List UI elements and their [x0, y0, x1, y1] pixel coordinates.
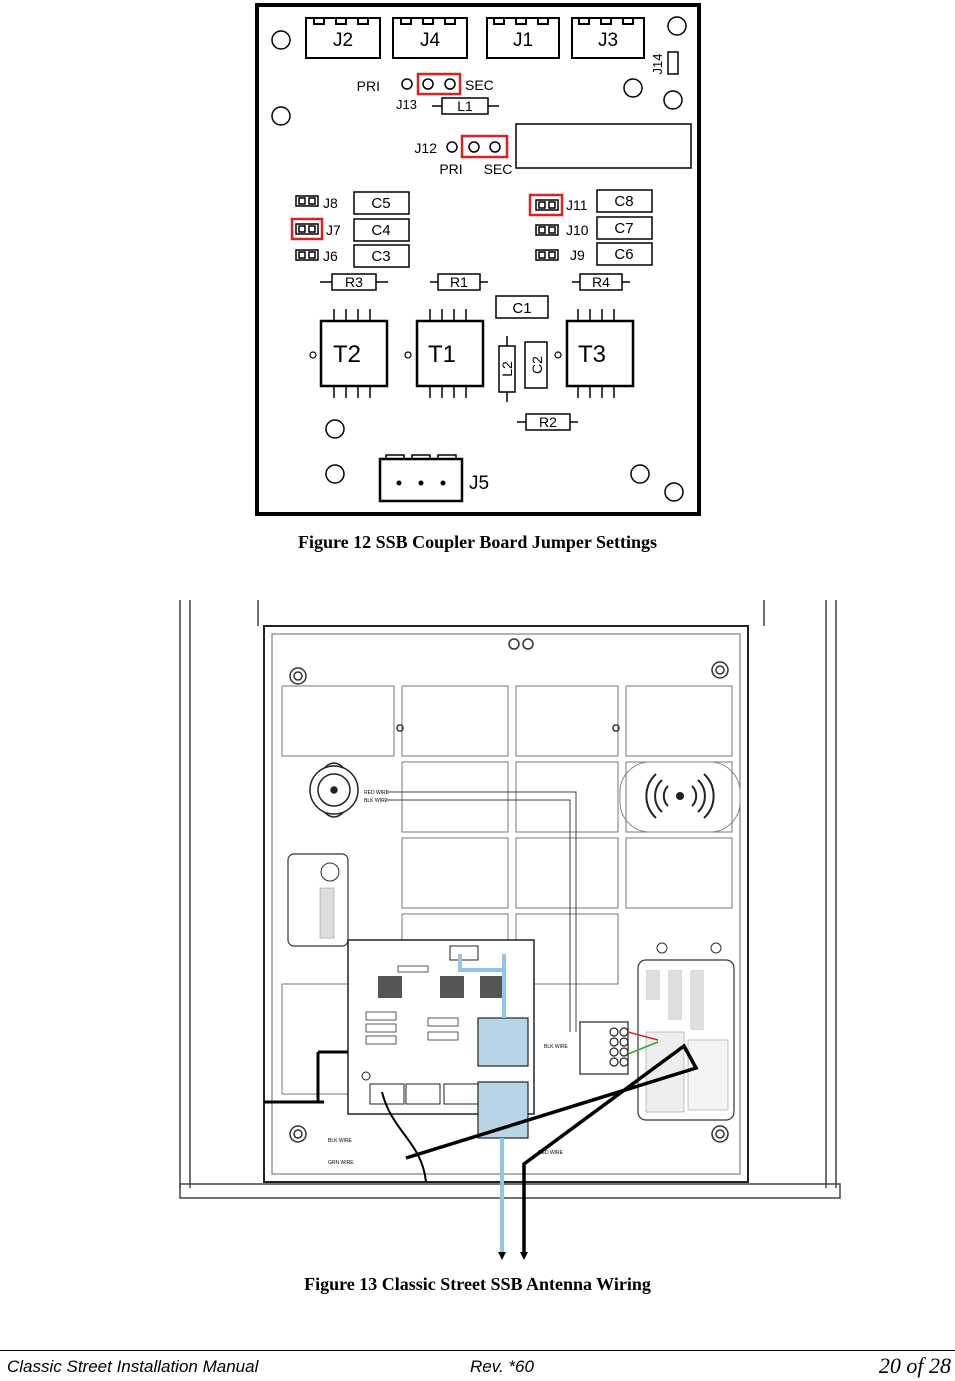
j5-latches — [385, 454, 457, 459]
j13-pin — [422, 78, 434, 90]
c1-label: C1 — [512, 300, 531, 317]
footer-manual-title: Classic Street Installation Manual — [7, 1357, 259, 1376]
c2-label: C2 — [529, 356, 545, 374]
l2-inductor — [498, 345, 516, 393]
j5-pins — [396, 480, 446, 486]
t3-label: T3 — [578, 341, 606, 368]
j13-label: J13 — [396, 97, 417, 112]
j7-jumper-highlight — [290, 217, 324, 241]
j11-label: J11 — [566, 197, 588, 213]
buzzer-red-wire-label: RED WIRE — [364, 790, 390, 796]
top-connectors — [305, 17, 645, 59]
right-jumper-headers — [535, 199, 559, 261]
j8-label: J8 — [323, 195, 338, 211]
r1-label: R1 — [450, 274, 468, 290]
blue-antenna-wire — [458, 954, 506, 1252]
ssb-coupler-board-diagram: J2 J4 J1 J3 J14 PRI SEC J13 L1 J12 PRI S… — [255, 3, 701, 516]
r2-label: R2 — [539, 414, 557, 430]
j13-jumper-highlight — [416, 72, 462, 96]
footer-rule — [0, 1350, 955, 1351]
figure-13-caption: Figure 13 Classic Street SSB Antenna Wir… — [304, 1274, 651, 1294]
j12-pin — [468, 141, 480, 153]
j13-pri-label: PRI — [357, 78, 380, 94]
transformers — [319, 319, 635, 388]
j13-pin — [401, 78, 413, 90]
buzzer — [309, 762, 359, 818]
figure-12-caption: Figure 12 SSB Coupler Board Jumper Setti… — [297, 532, 658, 552]
buzzer-wires — [386, 791, 577, 1032]
product-label-plate — [637, 959, 735, 1121]
j12-pri-label: PRI — [439, 161, 462, 177]
j13-sec-label: SEC — [465, 77, 494, 93]
c1-capacitor — [495, 295, 549, 319]
j13-pin — [444, 78, 456, 90]
ferrite-box-upper — [477, 1017, 529, 1067]
black-loop-wire — [381, 1091, 427, 1183]
t1-label: T1 — [428, 341, 456, 368]
red-wire — [627, 1031, 659, 1041]
c8-label: C8 — [614, 193, 633, 210]
footer-page-number: 20 of 28 — [878, 1353, 951, 1378]
board-module-box — [515, 123, 692, 169]
c6-label: C6 — [614, 246, 633, 263]
j12-label: J12 — [414, 140, 437, 156]
back-plate-inner — [271, 633, 741, 1175]
left-jumper-headers — [295, 195, 319, 261]
black-antenna-wire — [405, 1043, 699, 1252]
j5-connector — [378, 457, 464, 503]
c5-label: C5 — [371, 195, 390, 212]
j12-pin — [489, 141, 501, 153]
buzzer-blk-wire-label: BLK WIRE — [364, 798, 389, 804]
terminal-blk-wire-label: BLK WIRE — [544, 1044, 569, 1050]
j14-label: J14 — [650, 54, 665, 75]
j11-jumper-highlight — [528, 193, 564, 217]
corner-screws — [289, 638, 729, 1143]
l1-label: L1 — [457, 98, 473, 114]
blk-wire-label: BLK WIRE — [328, 1138, 353, 1144]
j7-label: J7 — [326, 222, 341, 238]
connector-j2-label: J2 — [333, 30, 353, 51]
rfid-icon — [619, 761, 741, 833]
transformer-pin1-dots — [309, 351, 562, 359]
board-outline — [255, 3, 701, 516]
r4-label: R4 — [592, 274, 610, 290]
black-ground-wire — [264, 1050, 348, 1104]
transformer-pins — [333, 309, 615, 398]
bottom-red-wire-label: RED WIRE — [538, 1150, 564, 1156]
mounting-holes — [271, 16, 687, 502]
j12-sec-label: SEC — [484, 161, 513, 177]
c3-label: C3 — [371, 248, 390, 265]
wire-arrows — [498, 1252, 528, 1260]
ul-label-plate — [287, 853, 349, 947]
c4-label: C4 — [371, 222, 390, 239]
j5-label: J5 — [469, 473, 489, 494]
r3-label: R3 — [345, 274, 363, 290]
j14-header — [667, 51, 679, 75]
t2-label: T2 — [333, 341, 361, 368]
l2-label: L2 — [499, 361, 515, 377]
l1-inductor — [441, 97, 489, 115]
j12-pin — [446, 141, 458, 153]
j9-label: J9 — [570, 247, 585, 263]
right-capacitors — [596, 189, 653, 266]
antenna-wiring-diagram: RED WIRE BLK WIRE — [179, 600, 841, 1260]
left-capacitors — [353, 191, 410, 268]
footer-revision: Rev. *60 — [470, 1357, 534, 1376]
c7-label: C7 — [614, 220, 633, 237]
j12-jumper-highlight — [460, 134, 509, 159]
j6-label: J6 — [323, 248, 338, 264]
product-label-screws — [656, 942, 722, 954]
grn-wire-label: GRN WIRE — [328, 1160, 354, 1166]
connector-j1-label: J1 — [513, 30, 533, 51]
resistors — [331, 273, 623, 431]
j10-label: J10 — [566, 222, 589, 238]
enclosure-frame — [179, 600, 841, 1199]
green-wire — [627, 1041, 659, 1055]
connector-j3-label: J3 — [598, 30, 618, 51]
connector-j4-label: J4 — [420, 30, 441, 51]
c2-capacitor — [524, 341, 548, 389]
